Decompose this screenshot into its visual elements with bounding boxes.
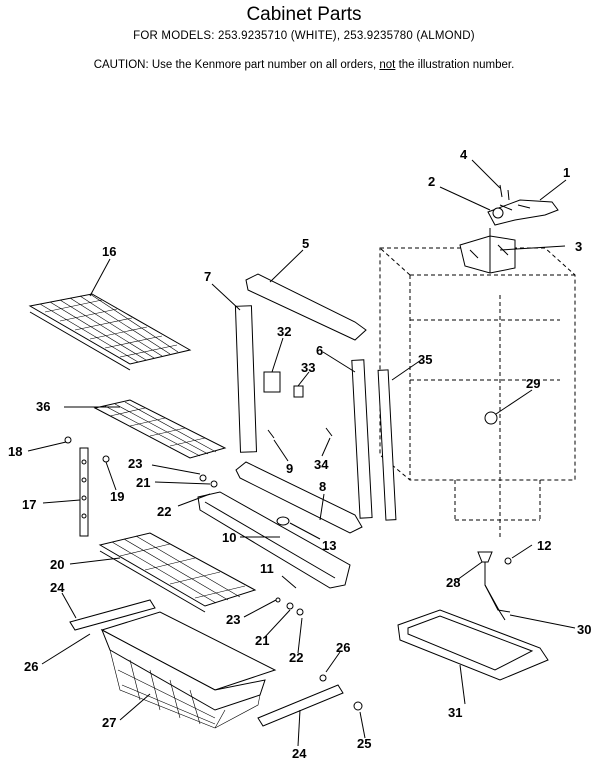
callout-9: 9 [286, 461, 293, 476]
top-hinge [487, 184, 559, 226]
callout-35: 35 [418, 352, 432, 367]
callout-22b: 22 [289, 650, 303, 665]
callout-20: 20 [50, 557, 64, 572]
drawer-brackets [69, 599, 344, 727]
caution-text-end: the illustration number. [395, 59, 515, 71]
callout-21a: 21 [136, 475, 150, 490]
caution-text: CAUTION: Use the Kenmore part number on … [93, 59, 380, 71]
callout-26a: 26 [24, 659, 38, 674]
door-frame-parts [234, 273, 397, 534]
callout-31: 31 [448, 705, 462, 720]
callout-30: 30 [577, 622, 591, 637]
callout-36: 36 [36, 399, 50, 414]
callout-17: 17 [22, 497, 36, 512]
drip-tray-31 [397, 609, 549, 681]
callout-5: 5 [302, 236, 309, 251]
caution-emphasis: not [379, 59, 396, 71]
callout-10: 10 [222, 530, 236, 545]
callout-7: 7 [204, 269, 211, 284]
callout-27: 27 [102, 715, 116, 730]
callout-3: 3 [575, 239, 582, 254]
callout-22a: 22 [157, 504, 171, 519]
callout-32: 32 [277, 324, 291, 339]
callout-23a: 23 [128, 456, 142, 471]
callout-4: 4 [460, 147, 468, 162]
callout-1: 1 [563, 165, 570, 180]
callout-24b: 24 [292, 746, 307, 761]
callout-29: 29 [526, 376, 540, 391]
callout-13: 13 [322, 538, 336, 553]
callout-6: 6 [316, 343, 323, 358]
callout-24a: 24 [50, 580, 65, 595]
callout-12: 12 [537, 538, 551, 553]
hinge-bracket [459, 228, 516, 274]
wire-shelf-36 [93, 399, 227, 459]
callout-labels: 1 2 3 4 5 6 7 8 9 10 11 12 13 16 17 18 1… [8, 147, 591, 761]
callout-16: 16 [102, 244, 116, 259]
callout-28: 28 [446, 575, 460, 590]
callout-23b: 23 [226, 612, 240, 627]
caution-note: CAUTION: Use the Kenmore part number on … [0, 59, 608, 71]
callout-21b: 21 [255, 633, 269, 648]
callout-18: 18 [8, 444, 22, 459]
callout-11: 11 [260, 561, 274, 576]
callout-8: 8 [319, 479, 326, 494]
callout-25: 25 [357, 736, 371, 751]
models-line: FOR MODELS: 253.9235710 (WHITE), 253.923… [133, 30, 475, 42]
wire-shelf-20 [98, 532, 257, 613]
deflector-10 [197, 491, 351, 589]
wire-shelf-16 [28, 293, 192, 371]
callout-2: 2 [428, 174, 435, 189]
callout-34: 34 [314, 457, 329, 472]
wire-basket-27 [100, 611, 277, 729]
leader-lines [27, 159, 576, 747]
cabinet-outline [379, 247, 576, 540]
callout-33: 33 [301, 360, 315, 375]
callout-26b: 26 [336, 640, 350, 655]
page-title: Cabinet Parts [246, 4, 362, 25]
shelf-rail-17 [79, 447, 89, 537]
callout-19: 19 [110, 489, 124, 504]
